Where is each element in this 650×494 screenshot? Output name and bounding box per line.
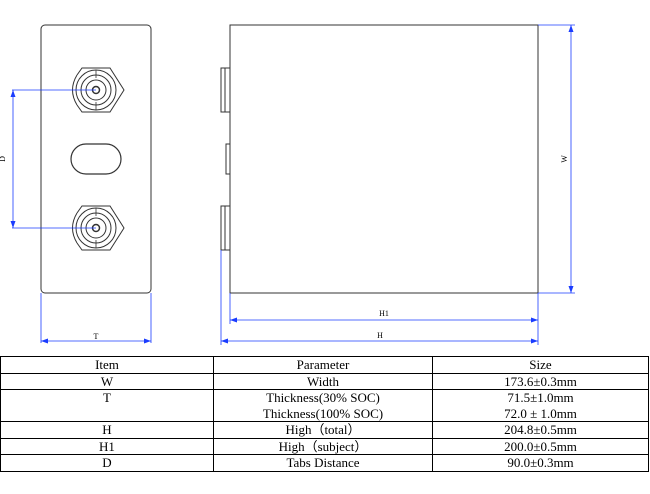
cell-top-face-outline: [40, 24, 152, 294]
dimension-t: [40, 293, 152, 344]
cell-size: 71.5±1.0mm 72.0 ± 1.0mm: [432, 389, 649, 422]
cell-size-line1: 71.5±1.0mm: [507, 390, 574, 405]
dimension-h: [220, 250, 538, 345]
specification-table: Item Parameter Size W Width 173.6±0.3mm …: [0, 356, 649, 472]
table-row: T Thickness(30% SOC) Thickness(100% SOC)…: [0, 389, 649, 422]
cell-parameter-line1: Thickness(30% SOC): [266, 390, 380, 405]
dimension-h1-label: H1: [379, 309, 389, 318]
safety-vent: [70, 143, 122, 175]
header-parameter: Parameter: [213, 356, 433, 374]
cell-side-body-outline: [229, 24, 539, 294]
terminal-stubs: [220, 67, 231, 251]
table-header-row: Item Parameter Size: [0, 356, 649, 374]
cell-item: H1: [0, 437, 214, 455]
header-size: Size: [432, 356, 649, 374]
cell-parameter-line2: Thickness(100% SOC): [262, 405, 384, 421]
cell-parameter: High（subject）: [213, 437, 433, 455]
dimension-d: [10, 89, 96, 229]
cell-parameter: Tabs Distance: [213, 454, 433, 472]
cell-item: T: [0, 389, 214, 422]
dimension-w-label: W: [560, 155, 569, 163]
cell-size: 90.0±0.3mm: [432, 454, 649, 472]
dimension-h1: [229, 293, 539, 345]
cell-parameter: Width: [213, 372, 433, 390]
cell-parameter: Thickness(30% SOC) Thickness(100% SOC): [213, 389, 433, 422]
cell-size: 173.6±0.3mm: [432, 372, 649, 390]
cell-item: H: [0, 421, 214, 439]
dimension-d-label: D: [0, 156, 7, 162]
cell-item: D: [0, 454, 214, 472]
header-item: Item: [0, 356, 214, 374]
cell-technical-drawing: D T W H1 H: [0, 24, 575, 345]
cell-size: 200.0±0.5mm: [432, 437, 649, 455]
table-row: D Tabs Distance 90.0±0.3mm: [0, 454, 649, 472]
table-row: H High（total） 204.8±0.5mm: [0, 421, 649, 439]
cell-item: W: [0, 372, 214, 390]
cell-size-line2: 72.0 ± 1.0mm: [504, 405, 577, 421]
dimension-w: [538, 24, 575, 294]
dimension-h-label: H: [377, 331, 383, 340]
cell-parameter: High（total）: [213, 421, 433, 439]
cell-size: 204.8±0.5mm: [432, 421, 649, 439]
dimension-t-label: T: [94, 332, 99, 341]
table-row: W Width 173.6±0.3mm: [0, 372, 649, 390]
table-row: H1 High（subject） 200.0±0.5mm: [0, 437, 649, 455]
